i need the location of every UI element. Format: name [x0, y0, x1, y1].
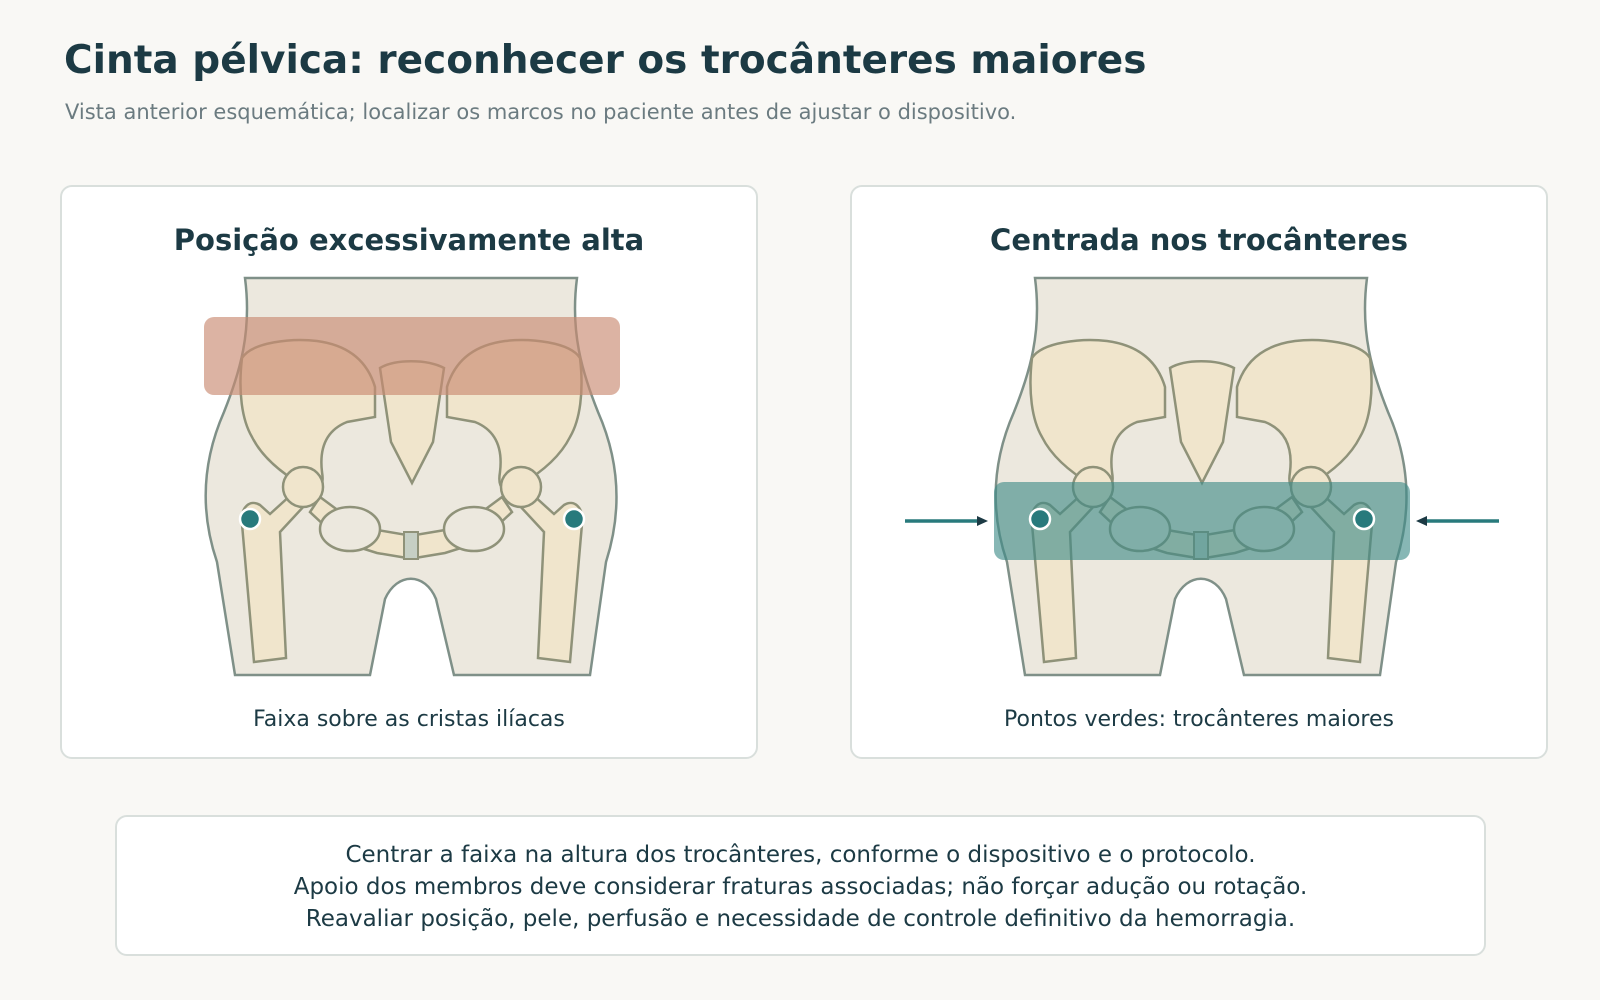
panel-caption: Pontos verdes: trocânteres maiores — [1004, 707, 1394, 732]
note-line: Centrar a faixa na altura dos trocântere… — [345, 842, 1256, 868]
left-ilium-bone — [1029, 338, 1167, 491]
note-line: Reavaliar posição, pele, perfusão e nece… — [305, 906, 1296, 932]
circle-marker-icon — [238, 507, 262, 531]
panel-too-high: Posição excessivamente alta — [60, 185, 758, 759]
right-ilium-bone — [1235, 338, 1373, 491]
panel-caption: Faixa sobre as cristas ilíacas — [253, 707, 565, 732]
pelvic-binder-band — [204, 317, 620, 395]
pelvis-figure — [204, 276, 620, 677]
right-femoral-head — [499, 465, 543, 509]
right-obturator-foramen — [442, 505, 506, 553]
left-femoral-head — [281, 465, 325, 509]
pelvis-figure — [905, 276, 1499, 677]
pelvic-binder-band — [994, 482, 1410, 560]
circle-marker-icon — [1028, 507, 1052, 531]
circle-marker-icon — [562, 507, 586, 531]
page-title: Cinta pélvica: reconhecer os trocânteres… — [64, 38, 1147, 83]
note-line: Apoio dos membros deve considerar fratur… — [293, 874, 1308, 900]
arrow-right-icon — [905, 516, 988, 526]
panel-title: Centrada nos trocânteres — [990, 223, 1408, 257]
panel-title: Posição excessivamente alta — [173, 223, 645, 257]
circle-marker-icon — [1352, 507, 1376, 531]
left-obturator-foramen — [318, 505, 382, 553]
page-subtitle: Vista anterior esquemática; localizar os… — [65, 100, 1017, 124]
guidance-notes: Centrar a faixa na altura dos trocântere… — [115, 815, 1486, 956]
arrow-left-icon — [1416, 516, 1499, 526]
panel-centered: Centrada nos trocânteres — [850, 185, 1548, 759]
pubic-symphysis — [403, 531, 419, 560]
sacrum-bone — [1168, 360, 1236, 486]
